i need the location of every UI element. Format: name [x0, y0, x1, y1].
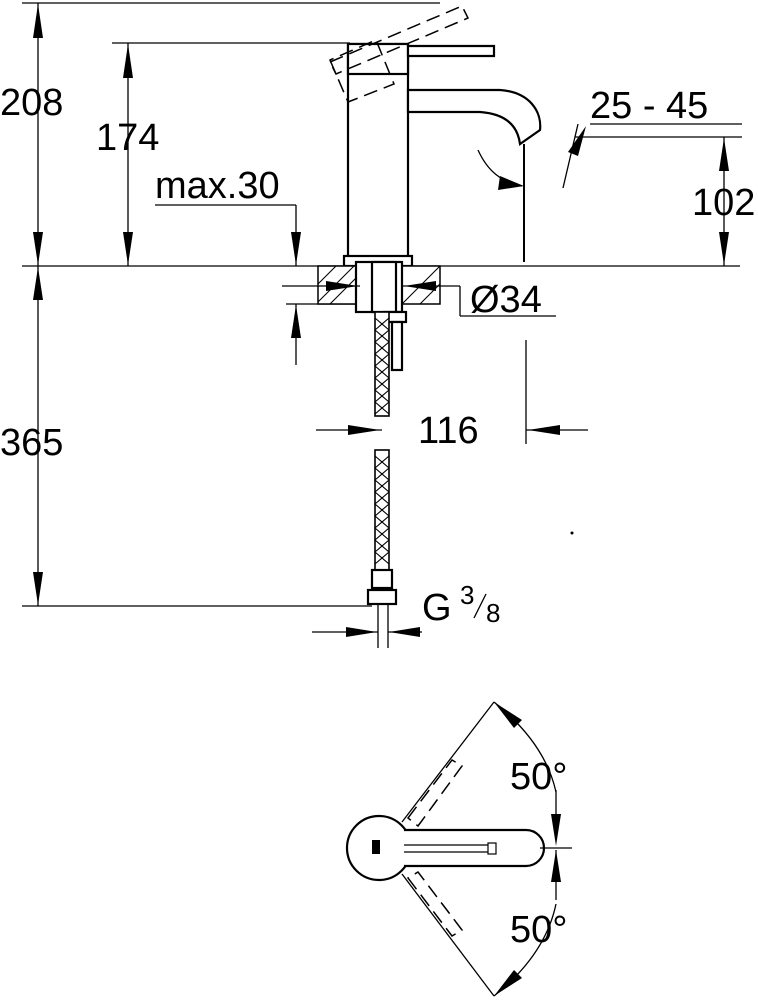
label-angle-back: 50° — [510, 756, 567, 798]
fraction-slash — [473, 593, 487, 619]
dim-174 — [112, 42, 350, 266]
supply-hose — [366, 311, 398, 648]
stray-dot — [570, 531, 574, 535]
dim-116 — [316, 340, 588, 444]
dim-25-45-leader — [562, 123, 742, 189]
label-connection-g: G — [422, 587, 452, 629]
dim-102 — [575, 136, 742, 266]
dim-g-thread — [312, 627, 422, 637]
spout-swing-arrow — [477, 149, 524, 190]
faucet-body — [342, 42, 542, 268]
mounting-assembly — [282, 260, 556, 372]
label-max-deck: max.30 — [155, 165, 280, 207]
label-projection: 116 — [418, 410, 479, 452]
label-connection-denominator: 8 — [486, 598, 500, 628]
label-hole-diameter: Ø34 — [470, 279, 542, 321]
label-hose-length: 365 — [0, 422, 63, 464]
label-total-height: 208 — [0, 82, 63, 124]
label-angle-front: 50° — [510, 909, 567, 951]
dim-208 — [22, 2, 440, 266]
dim-max-30 — [155, 204, 360, 365]
dim-365 — [22, 266, 372, 607]
label-adjust-range: 25 - 45 — [590, 85, 708, 127]
label-connection-numerator: 3 — [460, 580, 474, 610]
lever-swing-outline — [328, 5, 470, 103]
top-view — [345, 701, 572, 997]
